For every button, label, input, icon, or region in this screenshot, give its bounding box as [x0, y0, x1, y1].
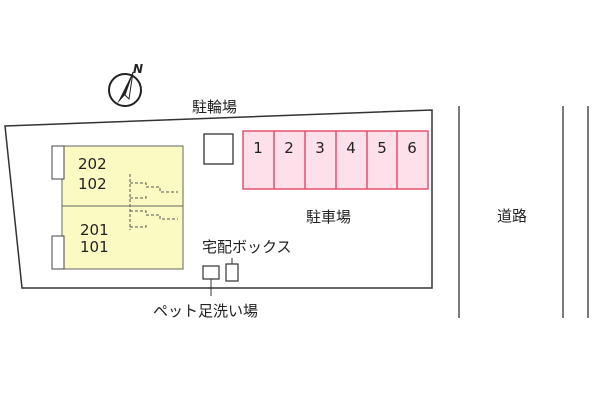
- compass-north-label: N: [133, 62, 143, 76]
- bicycle-parking-label: 駐輪場: [192, 98, 237, 116]
- parking-space-6: 6: [407, 139, 417, 157]
- unit-202-label: 202: [78, 155, 107, 173]
- parking-space-2: 2: [284, 139, 294, 157]
- parking-space-3: 3: [315, 139, 325, 157]
- parking-space-4: 4: [346, 139, 356, 157]
- delivery-box: 宅配ボックス: [202, 238, 292, 282]
- parking: 1 2 3 4 5 6 駐車場: [242, 130, 429, 226]
- delivery-box-label: 宅配ボックス: [202, 238, 292, 256]
- balcony-upper: [51, 145, 65, 180]
- entrance-path: [129, 174, 178, 230]
- bicycle-parking: 駐輪場: [192, 98, 237, 165]
- compass: N: [108, 62, 143, 107]
- bicycle-parking-area: [203, 133, 234, 165]
- pet-wash-icon: [202, 265, 220, 280]
- parking-space-5: 5: [377, 139, 387, 157]
- building: 202 102 201 101: [51, 145, 184, 270]
- road: 道路: [458, 106, 589, 318]
- compass-needle-outline: [124, 71, 134, 101]
- building-outline: [61, 145, 184, 270]
- road-label: 道路: [497, 207, 527, 225]
- delivery-box-icon: [225, 263, 239, 282]
- unit-102-label: 102: [78, 175, 107, 193]
- pet-wash: ペット足洗い場: [153, 265, 258, 320]
- unit-201-label: 201: [80, 221, 109, 239]
- parking-space-1: 1: [253, 139, 263, 157]
- unit-101-label: 101: [80, 238, 109, 256]
- parking-label: 駐車場: [306, 208, 351, 226]
- balcony-lower: [51, 235, 65, 270]
- compass-needle-icon: [117, 72, 133, 104]
- pet-wash-label: ペット足洗い場: [153, 302, 258, 320]
